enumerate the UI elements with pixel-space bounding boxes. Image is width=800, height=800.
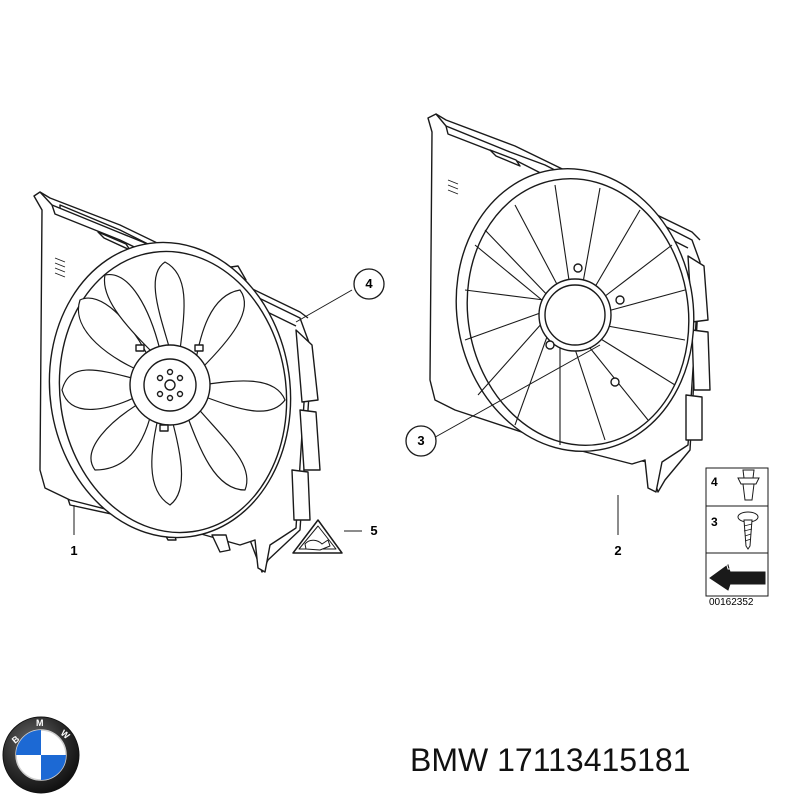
push-rivet-icon <box>737 469 760 501</box>
legend-item-3-label: 3 <box>711 515 718 529</box>
callout-3-label: 3 <box>417 433 425 448</box>
part-number-caption: BMW 17113415181 <box>410 742 691 778</box>
legend-item-4-label: 4 <box>711 475 718 489</box>
arrow-icon <box>707 561 766 591</box>
callout-4-circle <box>353 268 385 300</box>
callout-3-circle <box>405 425 437 457</box>
drawing-number: 00162352 <box>709 597 754 608</box>
bmw-logo: B M W <box>2 716 80 794</box>
callout-4-label: 4 <box>365 276 373 291</box>
callout-2-label: 2 <box>614 543 622 558</box>
callout-leaders <box>73 289 619 535</box>
warning-label-drawing <box>292 519 343 554</box>
bmw-logo-letter: M <box>36 718 44 728</box>
fan-shroud-drawing <box>427 113 711 493</box>
bmw-logo-letter: B <box>10 733 22 745</box>
callout-1-label: 1 <box>70 543 78 558</box>
callout-circles <box>353 268 437 457</box>
callout-5-label: 5 <box>370 523 378 538</box>
screw-icon <box>737 511 759 550</box>
fan-with-shroud-drawing <box>33 191 321 573</box>
